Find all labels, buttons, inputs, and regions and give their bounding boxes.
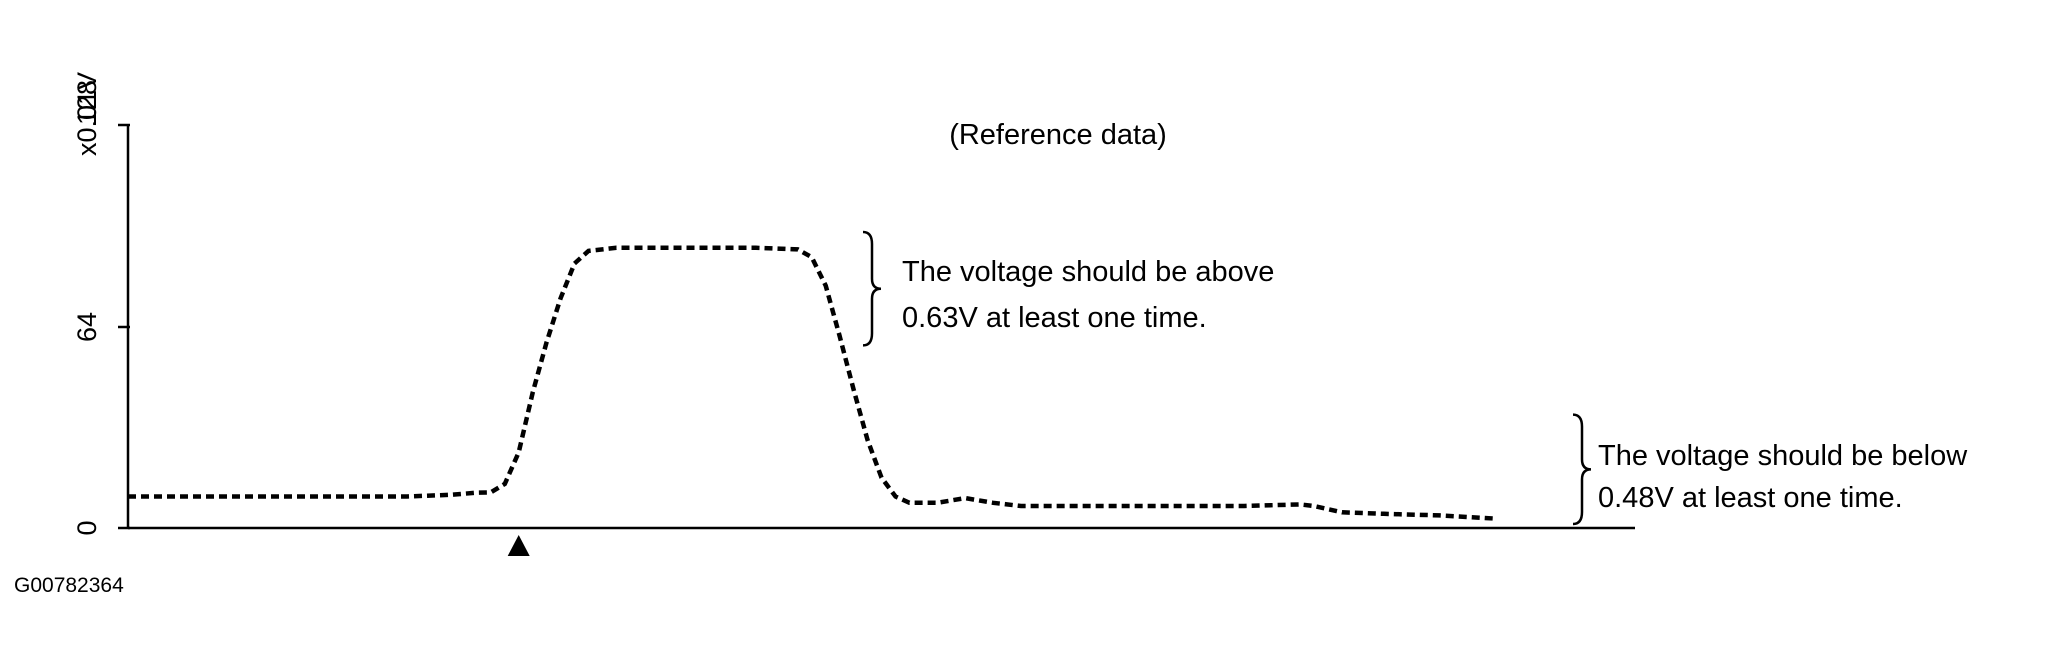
y-tick-label-0: 0 xyxy=(72,520,102,535)
trigger-marker xyxy=(507,535,530,556)
annotation-lower-line-2: 0.48V at least one time. xyxy=(1598,482,1903,514)
y-axis-label: x0.01V xyxy=(72,72,102,156)
y-tick-label-128: 128 xyxy=(72,80,102,125)
series-line xyxy=(128,245,1496,521)
annotation-upper-line-2: 0.63V at least one time. xyxy=(902,302,1207,334)
annotation-lower-line-1: The voltage should be below xyxy=(1598,440,1968,472)
annotation-upper-line-1: The voltage should be above xyxy=(902,256,1274,288)
chart-title: (Reference data) xyxy=(949,119,1167,151)
y-tick-label-64: 64 xyxy=(72,312,102,342)
annotation-brace-lower xyxy=(1572,413,1592,526)
annotation-brace-upper xyxy=(862,230,882,347)
figure-id: G00782364 xyxy=(14,574,124,597)
